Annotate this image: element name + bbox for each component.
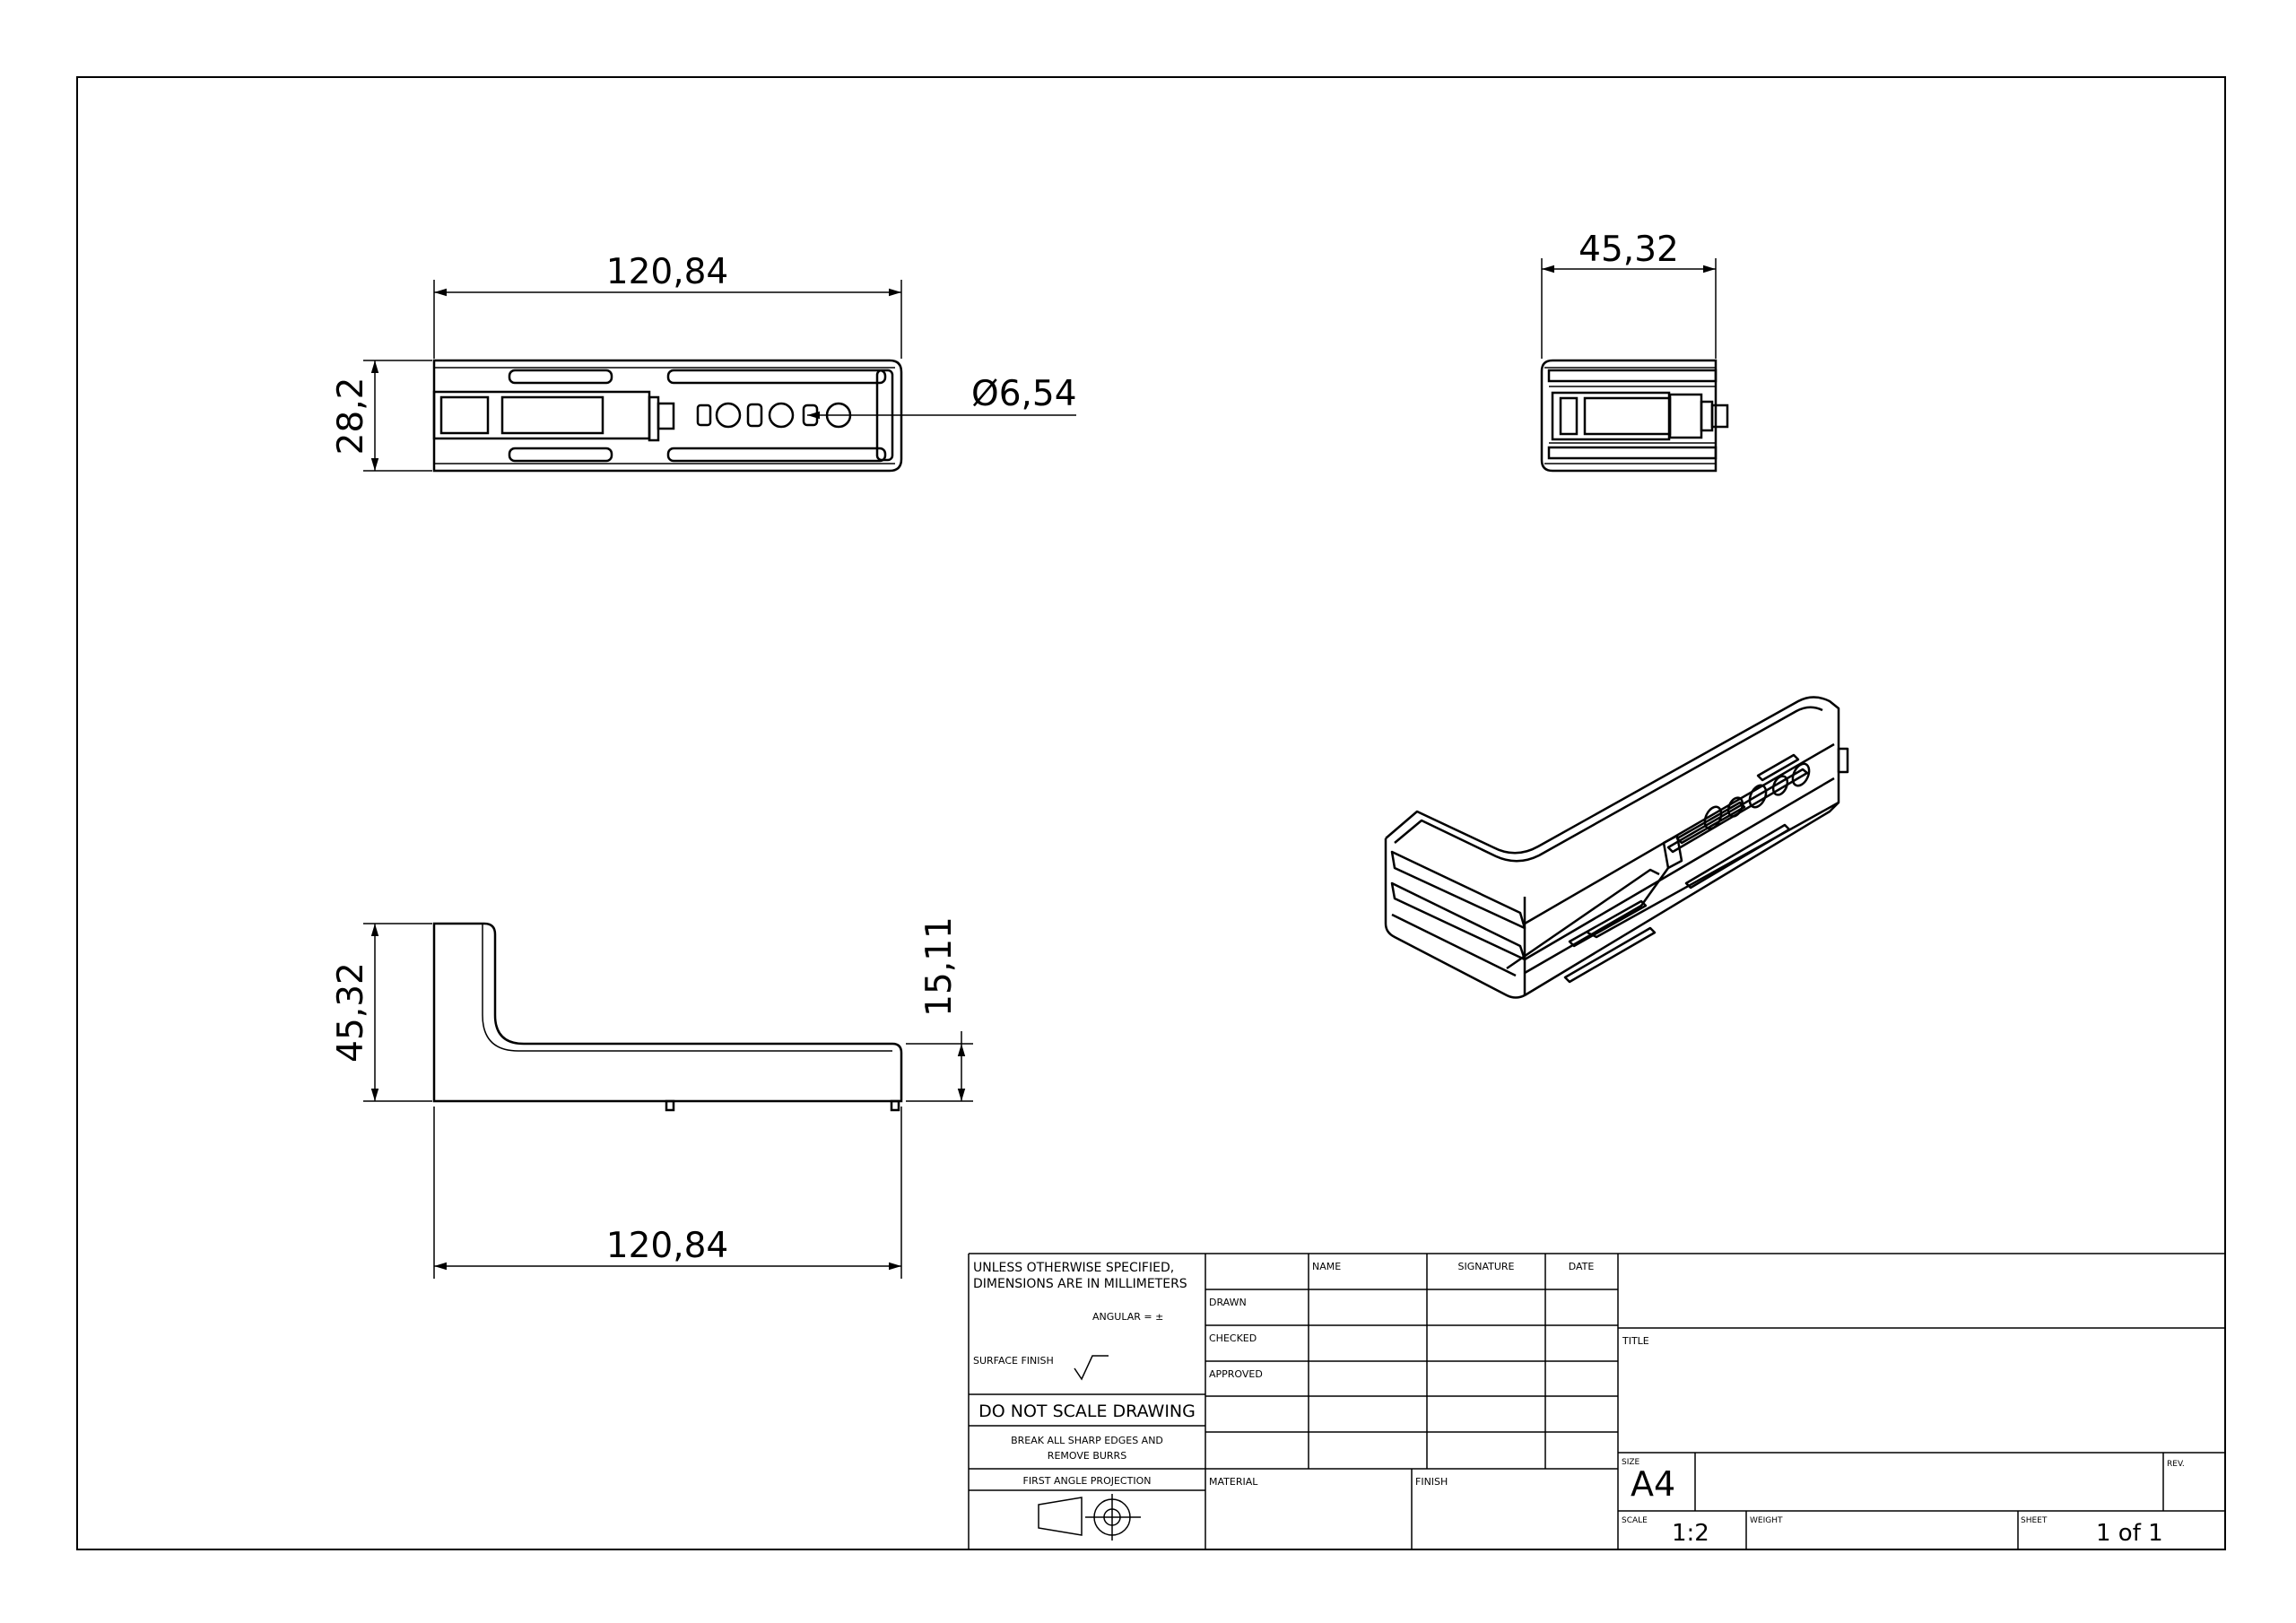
header-name: NAME <box>1312 1261 1341 1272</box>
note-unless-specified: UNLESS OTHERWISE SPECIFIED, <box>973 1261 1174 1275</box>
side-view-dimensions <box>1541 258 1717 359</box>
dim-top-width: 120,84 <box>606 252 728 292</box>
scale-label: SCALE <box>1622 1516 1648 1525</box>
dim-hole-diameter: Ø6,54 <box>971 374 1077 414</box>
note-do-not-scale: DO NOT SCALE DRAWING <box>978 1402 1196 1421</box>
sheet-label: SHEET <box>2021 1516 2048 1525</box>
note-dimensions-mm: DIMENSIONS ARE IN MILLIMETERS <box>973 1277 1187 1291</box>
row-approved: APPROVED <box>1209 1368 1263 1380</box>
front-view-dimensions <box>363 923 973 1279</box>
note-angular: ANGULAR = ± <box>1092 1311 1163 1323</box>
drawing-border <box>76 76 2226 1550</box>
finish-label: FINISH <box>1415 1476 1448 1488</box>
top-view-dimensions <box>363 280 1076 472</box>
row-drawn: DRAWN <box>1209 1297 1247 1308</box>
title-block <box>968 1253 2225 1549</box>
front-view <box>432 922 903 1112</box>
scale-value: 1:2 <box>1672 1520 1709 1547</box>
rev-label: REV. <box>2167 1460 2185 1469</box>
dim-front-height: 45,32 <box>331 962 371 1063</box>
weight-label: WEIGHT <box>1750 1516 1783 1525</box>
projection-symbol-icon <box>1038 1494 1141 1541</box>
isometric-view <box>1384 696 1849 999</box>
note-projection: FIRST ANGLE PROJECTION <box>1023 1475 1152 1487</box>
dim-top-height: 28,2 <box>331 378 371 456</box>
title-label: TITLE <box>1622 1335 1649 1347</box>
dim-front-thickness: 15,11 <box>919 916 960 1017</box>
note-break-edges-1: BREAK ALL SHARP EDGES AND <box>1011 1435 1163 1446</box>
dim-front-width: 120,84 <box>606 1226 728 1266</box>
note-surface-finish: SURFACE FINISH <box>973 1355 1054 1367</box>
header-date: DATE <box>1569 1261 1595 1272</box>
material-label: MATERIAL <box>1209 1476 1258 1488</box>
dim-side-width: 45,32 <box>1578 230 1679 270</box>
row-checked: CHECKED <box>1209 1332 1257 1344</box>
header-signature: SIGNATURE <box>1457 1261 1514 1272</box>
size-value: A4 <box>1631 1464 1675 1504</box>
side-view <box>1540 359 1729 473</box>
sheet-value: 1 of 1 <box>2096 1520 2163 1547</box>
surface-finish-icon <box>1074 1355 1109 1381</box>
note-break-edges-2: REMOVE BURRS <box>1048 1450 1126 1462</box>
size-label: SIZE <box>1622 1458 1640 1467</box>
